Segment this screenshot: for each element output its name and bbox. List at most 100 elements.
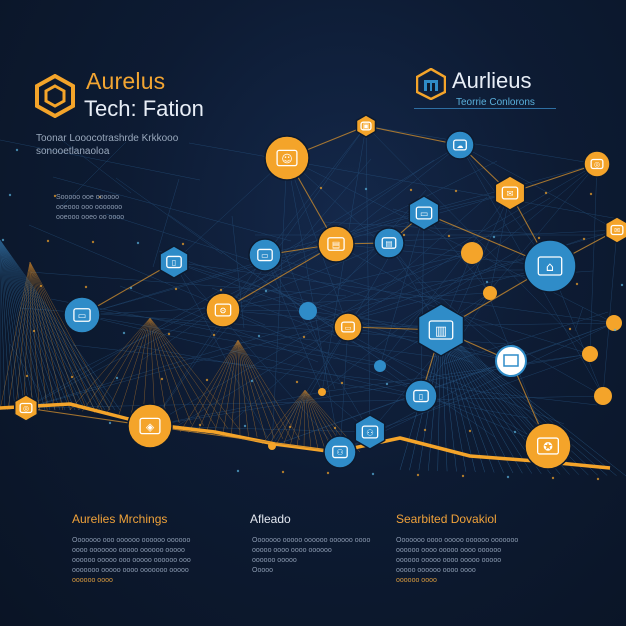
sparkle-dot bbox=[236, 469, 240, 473]
sparkle-dot bbox=[8, 193, 12, 197]
svg-text:⚙: ⚙ bbox=[219, 305, 227, 315]
tagline-line-2: sonooetlanaoloa bbox=[36, 146, 110, 157]
sparkle-dot bbox=[319, 186, 323, 190]
sparkle-dot bbox=[25, 374, 29, 378]
sparkle-dot bbox=[485, 280, 489, 284]
svg-text:⌂: ⌂ bbox=[546, 260, 554, 275]
bank-icon: ⌂ bbox=[523, 239, 577, 293]
intro-line: Sooooo ooe oooooo bbox=[56, 194, 120, 201]
sparkle-dot bbox=[385, 382, 389, 386]
sparkle-dot bbox=[506, 475, 510, 479]
sparkle-dot bbox=[416, 473, 420, 477]
sparkle-dot bbox=[84, 285, 88, 289]
tagline-line-1: Toonar Looocotrashrde Krkkooo bbox=[36, 133, 179, 144]
sparkle-dot bbox=[568, 327, 572, 331]
target-icon: ◎ bbox=[583, 150, 611, 178]
sparkle-dot bbox=[340, 381, 344, 385]
folder-icon: ▭ bbox=[333, 312, 363, 342]
phone-icon: ▯ bbox=[404, 379, 438, 413]
sparkle-dot bbox=[461, 474, 465, 478]
column-line: oooooo ooooo ooo ooooo oooooo ooo bbox=[72, 557, 191, 564]
hexagon-logo-icon bbox=[35, 74, 75, 118]
column-line: oooo ooooooo ooooo oooooo ooooo bbox=[72, 547, 185, 554]
people-icon: ⚇ bbox=[354, 414, 386, 450]
sparkle-dot bbox=[15, 148, 19, 152]
gear-icon: ✪ bbox=[524, 422, 572, 470]
sparkle-dot bbox=[122, 331, 126, 335]
sparkle-dot bbox=[160, 377, 164, 381]
network-node-dot bbox=[374, 360, 386, 372]
sparkle-dot bbox=[250, 379, 254, 383]
column-line: oooooo oooo ooooo oooo oooooo bbox=[396, 547, 502, 554]
svg-text:▭: ▭ bbox=[420, 208, 428, 218]
svg-text:▯: ▯ bbox=[172, 258, 176, 267]
sparkle-dot bbox=[53, 194, 57, 198]
svg-text:▭: ▭ bbox=[261, 251, 268, 260]
sparkle-dot bbox=[423, 428, 427, 432]
sparkle-dot bbox=[108, 421, 112, 425]
svg-text:✉: ✉ bbox=[506, 188, 513, 198]
sparkle-dot bbox=[492, 235, 496, 239]
svg-text:▭: ▭ bbox=[78, 312, 86, 322]
sparkle-dot bbox=[295, 380, 299, 384]
sparkle-dot bbox=[136, 241, 140, 245]
sparkle-dot bbox=[98, 195, 102, 199]
chart-icon: ✉ bbox=[494, 175, 526, 211]
sparkle-dot bbox=[596, 477, 600, 481]
building-logo-icon bbox=[416, 68, 446, 100]
column-line: oooooo ooooo bbox=[252, 557, 297, 564]
column-line: oooooo ooooo oooo ooooo ooooo bbox=[396, 557, 502, 564]
sparkle-dot bbox=[281, 470, 285, 474]
sparkle-dot bbox=[537, 236, 541, 240]
network-node-dot bbox=[318, 388, 326, 396]
wallet-icon: ▤ bbox=[373, 227, 405, 259]
sparkle-dot bbox=[454, 189, 458, 193]
svg-text:⚇: ⚇ bbox=[336, 448, 343, 457]
sparkle-dot bbox=[513, 430, 517, 434]
column-line: ooooooo ooooo oooo ooooooo ooooo bbox=[72, 567, 189, 574]
column-title: Searbited Dovakiol bbox=[396, 512, 497, 526]
sparkle-dot bbox=[167, 332, 171, 336]
column-highlight: oooooo oooo bbox=[72, 577, 113, 584]
sparkle-dot bbox=[613, 328, 617, 332]
sparkle-dot bbox=[181, 242, 185, 246]
sparkle-dot bbox=[174, 287, 178, 291]
svg-text:✪: ✪ bbox=[543, 440, 553, 454]
sparkle-dot bbox=[364, 187, 368, 191]
column-line: Ooooooo ooooo oooooo oooooo oooo bbox=[252, 537, 371, 544]
monitor-icon: ▭ bbox=[408, 195, 440, 231]
sparkle-dot bbox=[115, 376, 119, 380]
sparkle-dot bbox=[46, 239, 50, 243]
sparkle-dot bbox=[219, 288, 223, 292]
person-icon: ☺ bbox=[264, 135, 310, 181]
chart-icon: ✉ bbox=[604, 216, 626, 244]
column-line: ooooo oooo oooo oooooo bbox=[252, 547, 332, 554]
sparkle-dot bbox=[70, 375, 74, 379]
network-node-dot bbox=[461, 242, 483, 264]
brand-subtitle-left: Tech: Fation bbox=[84, 96, 204, 121]
svg-text:▥: ▥ bbox=[435, 324, 447, 339]
sparkle-dot bbox=[302, 335, 306, 339]
sparkle-dot bbox=[212, 333, 216, 337]
sparkle-dot bbox=[257, 334, 261, 338]
cloud-icon: ☁ bbox=[445, 130, 475, 160]
column-line: ooooo oooooo oooo oooo bbox=[396, 567, 476, 574]
network-node-dot bbox=[582, 346, 598, 362]
badge-icon: ◈ bbox=[127, 403, 173, 449]
trend-line bbox=[0, 402, 611, 470]
sparkle-dot bbox=[264, 289, 268, 293]
sparkle-dot bbox=[544, 191, 548, 195]
briefcase-icon: ▣ bbox=[355, 114, 377, 138]
tablet-icon: ▯ bbox=[159, 245, 189, 279]
column-body: Ooooooo oooo ooooo oooooo ooooooo oooooo… bbox=[396, 536, 518, 586]
sparkle-dot bbox=[402, 233, 406, 237]
sparkle-dot bbox=[575, 282, 579, 286]
highlight-node-icon bbox=[495, 345, 527, 377]
sparkle-dot bbox=[333, 426, 337, 430]
sparkle-dot bbox=[589, 192, 593, 196]
sparkle-dot bbox=[620, 283, 624, 287]
svg-text:☁: ☁ bbox=[457, 142, 464, 150]
column-body: Ooooooo ooo oooooo oooooo oooooo oooo oo… bbox=[72, 536, 191, 586]
sparkle-dot bbox=[371, 472, 375, 476]
